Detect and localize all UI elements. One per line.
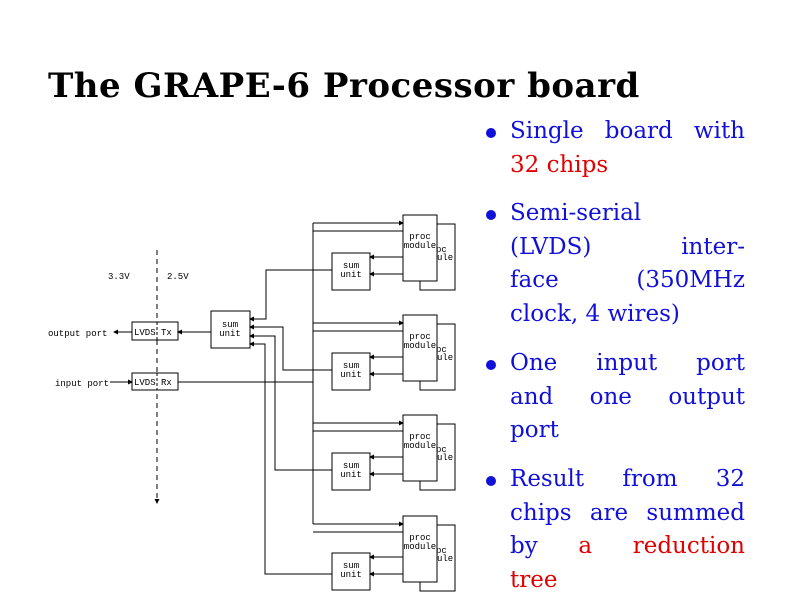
- bullet-line: port: [510, 416, 745, 444]
- bullet-text: (LVDS) inter-: [510, 233, 745, 260]
- proc-module-label-2: module: [404, 241, 436, 251]
- bullet-icon: [486, 360, 496, 370]
- bullet-text: and one output: [510, 383, 745, 410]
- bullet-icon: [486, 476, 496, 486]
- root-sum-unit: [210, 310, 251, 349]
- bullet-line: by a reduction: [510, 532, 745, 560]
- bullet-line: and one output: [510, 383, 745, 411]
- bullet-text: clock, 4 wires): [510, 300, 680, 327]
- bullet-text: tree: [510, 566, 558, 593]
- sum-unit-label-1: sum: [343, 561, 359, 571]
- proc-module: [402, 515, 438, 583]
- proc-shadow-label-1: pc: [436, 345, 447, 355]
- bullet-line: 32 chips: [510, 151, 745, 179]
- bullet-text: a reduction: [578, 533, 745, 559]
- bullet-line: Result from 32: [510, 465, 745, 493]
- proc-shadow-label-2: ule: [437, 253, 453, 263]
- bullet-text: Single board with: [510, 118, 745, 144]
- output-port-label: output port: [48, 329, 107, 339]
- lvds-rx-label: LVDS Rx: [134, 378, 172, 388]
- sum-unit-label-1: sum: [343, 361, 359, 371]
- bullet-icon: [486, 210, 496, 220]
- bullet-line: Semi-serial: [510, 199, 745, 227]
- proc-module: [402, 414, 438, 482]
- sum-unit-label-2: unit: [340, 270, 362, 280]
- proc-module-label-2: module: [404, 441, 436, 451]
- proc-shadow-label-2: ule: [437, 453, 453, 463]
- proc-module-label-1: proc: [409, 432, 431, 442]
- proc-shadow-label-2: ule: [437, 353, 453, 363]
- voltage-left-label: 3.3V: [108, 272, 130, 282]
- bullet-text: Semi-serial: [510, 200, 642, 226]
- proc-shadow-label-1: pc: [436, 445, 447, 455]
- sum-unit-label-1: sum: [343, 261, 359, 271]
- bullet-text: face (350MHz: [510, 267, 745, 293]
- bullet-text: by: [510, 533, 579, 559]
- bullet-text: One input port: [510, 350, 745, 376]
- bullet-text: chips are summed: [510, 499, 745, 526]
- root-sum-label-2: unit: [219, 329, 241, 339]
- bullet-line: clock, 4 wires): [510, 300, 745, 328]
- sum-unit: [331, 352, 371, 391]
- sum-unit-label-2: unit: [340, 370, 362, 380]
- bullet-line: face (350MHz: [510, 266, 745, 294]
- proc-module-label-1: proc: [409, 533, 431, 543]
- proc-module-label-2: module: [404, 341, 436, 351]
- sum-unit-label-2: unit: [340, 470, 362, 480]
- bullet-icon: [486, 128, 496, 138]
- proc-module-label-1: proc: [409, 332, 431, 342]
- bullet-text: Result from 32: [510, 466, 745, 492]
- lvds-tx-label: LVDS Tx: [134, 328, 172, 338]
- proc-module-label-1: proc: [409, 232, 431, 242]
- proc-module: [402, 214, 438, 282]
- voltage-right-label: 2.5V: [167, 272, 189, 282]
- sum-unit-label-1: sum: [343, 461, 359, 471]
- bullet-line: chips are summed: [510, 499, 745, 527]
- bullet-text: port: [510, 417, 559, 443]
- proc-shadow-label-2: ule: [437, 554, 453, 564]
- proc-shadow-label-1: pc: [436, 245, 447, 255]
- proc-shadow-label-1: pc: [436, 546, 447, 556]
- proc-module-label-2: module: [404, 542, 436, 552]
- bullet-line: (LVDS) inter-: [510, 233, 745, 261]
- root-sum-label-1: sum: [222, 320, 238, 330]
- input-port-label: input port: [55, 379, 109, 389]
- bullet-line: Single board with: [510, 117, 745, 145]
- bullet-line: tree: [510, 566, 745, 594]
- proc-module: [402, 314, 438, 382]
- bullet-text: 32 chips: [510, 151, 609, 178]
- slide-title: The GRAPE-6 Processor board: [48, 66, 640, 106]
- sum-unit-label-2: unit: [340, 570, 362, 580]
- bullet-line: One input port: [510, 349, 745, 377]
